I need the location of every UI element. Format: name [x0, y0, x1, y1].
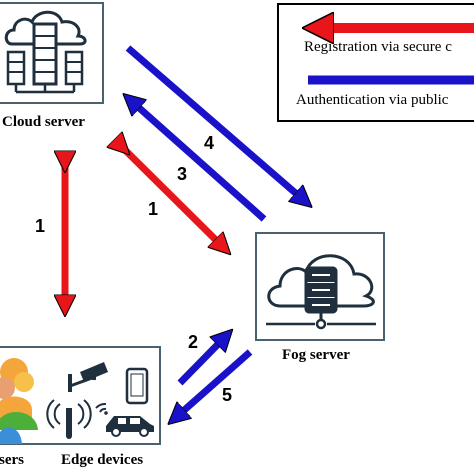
- smartphone-icon: [125, 367, 149, 405]
- step-number-fog-cloud-authentication: 3: [177, 164, 188, 184]
- arrow-fog-cloud-authentication: [128, 98, 267, 222]
- step-number-fog-edge-authentication: 5: [222, 385, 233, 405]
- wireless-sensor-icon: [46, 399, 92, 439]
- legend-registration-label: Registration via secure c: [304, 39, 452, 55]
- arrow-edge-fog-authentication: [177, 334, 228, 386]
- legend: [277, 3, 474, 122]
- fog-server-node: [255, 232, 385, 341]
- step-number-edge-fog-authentication: 2: [188, 332, 199, 352]
- arrow-fog-edge-authentication: [173, 349, 253, 420]
- fog-server-icon: [266, 254, 376, 330]
- legend-authentication-label: Authentication via public: [296, 92, 449, 108]
- fog-server-label: Fog server: [282, 347, 350, 363]
- security-camera-icon: [68, 362, 108, 392]
- cloud-server-label: Cloud server: [2, 114, 85, 130]
- step-number-cloud-fog-registration: 1: [148, 199, 159, 219]
- edge-devices-node: [0, 346, 161, 445]
- cloud-server-icon: [4, 10, 87, 94]
- users-icon: [0, 358, 38, 444]
- arrow-cloud-fog-registration: [125, 150, 226, 250]
- users-label: sers: [0, 452, 24, 468]
- edge-devices-label: Edge devices: [61, 452, 144, 468]
- cloud-server-node: [0, 2, 104, 104]
- arrow-cloud-fog-authentication: [125, 45, 307, 203]
- step-number-cloud-fog-authentication: 4: [204, 133, 215, 153]
- wifi-icon: [95, 402, 108, 415]
- car-icon: [106, 416, 154, 437]
- step-number-cloud-users: 1: [35, 216, 46, 236]
